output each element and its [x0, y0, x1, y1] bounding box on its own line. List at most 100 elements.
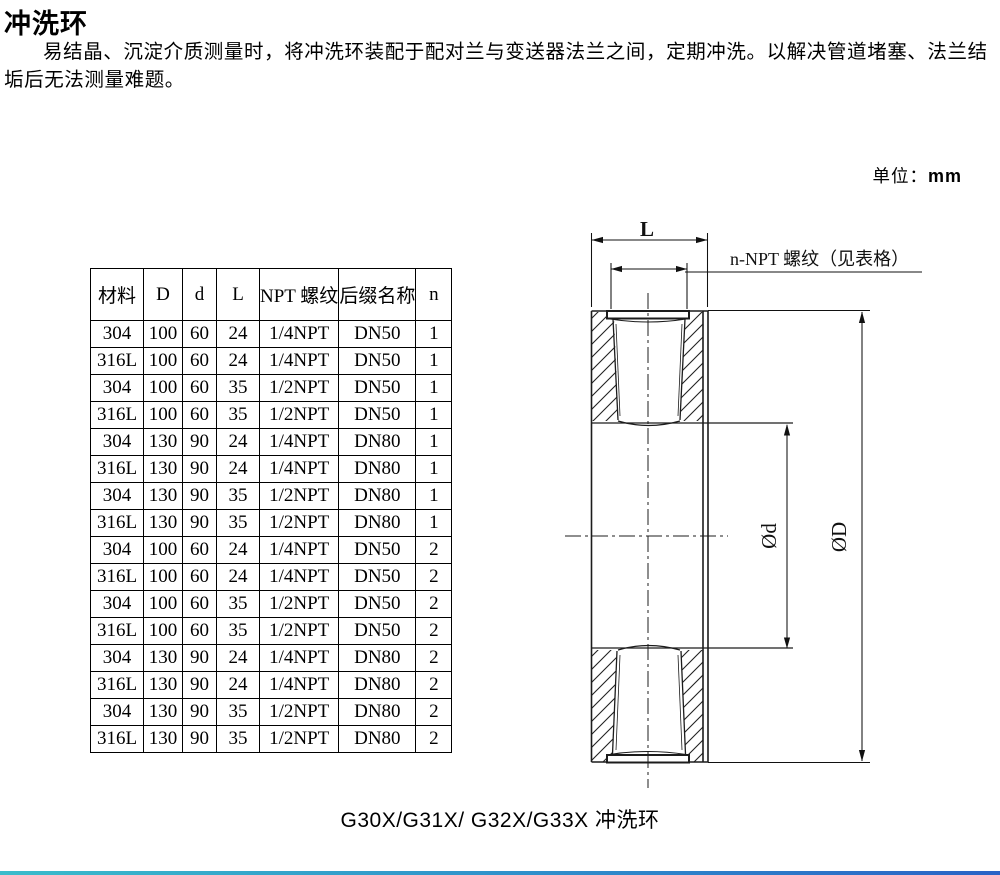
- table-cell: 316L: [90, 455, 144, 483]
- hatch-regions: [592, 312, 703, 762]
- table-cell: 2: [415, 617, 453, 645]
- dim-d-label: Ød: [757, 523, 781, 549]
- column-header: 材料: [90, 268, 144, 321]
- table-cell: 316L: [90, 563, 144, 591]
- table-cell: 24: [216, 536, 260, 564]
- dim-L-label: L: [640, 217, 654, 241]
- table-cell: 130: [143, 428, 183, 456]
- table-cell: DN80: [338, 428, 417, 456]
- table-cell: 1/2NPT: [258, 617, 340, 645]
- table-cell: 304: [90, 536, 144, 564]
- table-cell: DN50: [338, 563, 417, 591]
- table-cell: 304: [90, 482, 144, 510]
- table-cell: 35: [216, 482, 260, 510]
- table-cell: DN80: [338, 482, 417, 510]
- table-cell: 100: [143, 374, 183, 402]
- table-cell: 304: [90, 698, 144, 726]
- table-cell: DN80: [338, 644, 417, 672]
- table-cell: 35: [216, 401, 260, 429]
- table-cell: 24: [216, 347, 260, 375]
- column-header: 后缀名称: [338, 268, 417, 321]
- table-cell: 100: [143, 347, 183, 375]
- intro-paragraph: 易结晶、沉淀介质测量时，将冲洗环装配于配对兰与变送器法兰之间，定期冲洗。以解决管…: [4, 41, 988, 91]
- table-cell: 2: [415, 671, 453, 699]
- dimension-lines: [590, 233, 922, 764]
- table-cell: 35: [216, 617, 260, 645]
- table-cell: 35: [216, 374, 260, 402]
- dim-D-label: ØD: [827, 522, 851, 552]
- center-lines: [565, 293, 728, 788]
- table-cell: 1/4NPT: [258, 347, 340, 375]
- table-cell: 1/2NPT: [258, 401, 340, 429]
- table-cell: DN50: [338, 374, 417, 402]
- table-cell: 35: [216, 509, 260, 537]
- table-cell: 100: [143, 401, 183, 429]
- table-cell: 60: [182, 347, 217, 375]
- table-cell: 316L: [90, 401, 144, 429]
- table-cell: 304: [90, 320, 144, 348]
- table-cell: DN50: [338, 590, 417, 618]
- table-cell: 1: [415, 374, 453, 402]
- table-cell: 1: [415, 509, 453, 537]
- table-cell: 130: [143, 455, 183, 483]
- table-cell: 1: [415, 428, 453, 456]
- column-header: NPT 螺纹: [258, 268, 340, 321]
- table-cell: 60: [182, 590, 217, 618]
- table-cell: DN50: [338, 617, 417, 645]
- table-cell: 100: [143, 617, 183, 645]
- table-cell: 90: [182, 671, 217, 699]
- figure-caption: G30X/G31X/ G32X/G33X 冲洗环: [340, 809, 660, 832]
- table-cell: 90: [182, 482, 217, 510]
- table-cell: 60: [182, 563, 217, 591]
- table-cell: 304: [90, 428, 144, 456]
- table-cell: 2: [415, 563, 453, 591]
- table-cell: 35: [216, 725, 260, 753]
- table-cell: 90: [182, 698, 217, 726]
- thread-note-label: n-NPT 螺纹（见表格）: [730, 249, 909, 269]
- unit-value: mm: [927, 166, 962, 186]
- table-cell: 90: [182, 644, 217, 672]
- page-title: 冲洗环: [4, 9, 88, 39]
- table-cell: 316L: [90, 617, 144, 645]
- table-cell: 100: [143, 590, 183, 618]
- table-cell: 1/4NPT: [258, 320, 340, 348]
- column-header: d: [182, 268, 217, 321]
- table-cell: 1/2NPT: [258, 374, 340, 402]
- table-cell: 316L: [90, 509, 144, 537]
- table-cell: DN80: [338, 698, 417, 726]
- table-cell: 1/4NPT: [258, 644, 340, 672]
- table-cell: DN80: [338, 455, 417, 483]
- table-cell: 2: [415, 590, 453, 618]
- table-cell: DN50: [338, 347, 417, 375]
- dimension-arrows: [591, 236, 866, 762]
- table-cell: 24: [216, 563, 260, 591]
- table-cell: 2: [415, 725, 453, 753]
- unit-label: 单位：: [872, 166, 928, 186]
- column-header: n: [415, 268, 453, 321]
- table-cell: 60: [182, 374, 217, 402]
- table-cell: 130: [143, 482, 183, 510]
- table-cell: 1: [415, 455, 453, 483]
- table-cell: 1/2NPT: [258, 482, 340, 510]
- table-cell: 130: [143, 698, 183, 726]
- table-cell: 1/4NPT: [258, 428, 340, 456]
- bore-and-threads: [591, 318, 793, 755]
- table-cell: 35: [216, 698, 260, 726]
- table-cell: 316L: [90, 347, 144, 375]
- table-cell: 2: [415, 536, 453, 564]
- table-cell: 100: [143, 320, 183, 348]
- table-cell: 60: [182, 401, 217, 429]
- table-cell: 100: [143, 536, 183, 564]
- table-cell: 1: [415, 482, 453, 510]
